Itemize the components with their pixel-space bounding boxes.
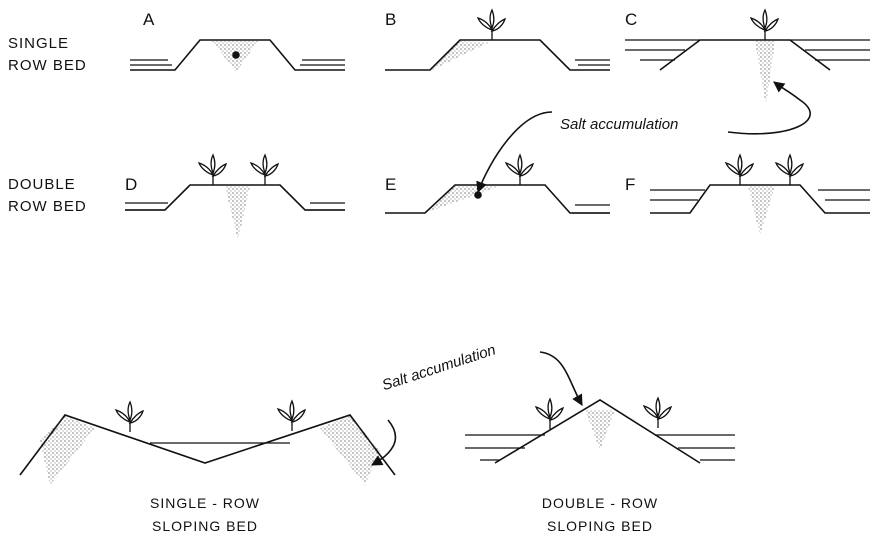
- double-row-bed-label: DOUBLE ROW BED: [8, 174, 87, 218]
- caption-line: DOUBLE - ROW: [541, 495, 659, 511]
- panel-label-a: A: [143, 10, 155, 29]
- double-row-sloping-caption: DOUBLE - ROW SLOPING BED: [530, 492, 670, 538]
- panel-e-bed: [385, 154, 610, 214]
- panel-a-bed: [130, 39, 345, 72]
- single-row-sloping-caption: SINGLE - ROW SLOPING BED: [135, 492, 275, 538]
- label-line: ROW BED: [8, 57, 87, 74]
- panel-d-bed: [125, 154, 345, 240]
- panel-label-b: B: [385, 10, 397, 29]
- panel-label-c: C: [625, 10, 638, 29]
- single-row-bed-label: SINGLE ROW BED: [8, 33, 87, 77]
- double-row-sloping-bed: [465, 351, 735, 464]
- panel-f-bed: [650, 154, 870, 235]
- caption-line: SLOPING BED: [547, 518, 653, 534]
- salt-accumulation-label-top: Salt accumulation: [560, 116, 679, 133]
- panel-label-e: E: [385, 175, 397, 194]
- label-line: DOUBLE: [8, 176, 76, 193]
- panel-label-f: F: [625, 175, 636, 194]
- caption-line: SINGLE - ROW: [149, 495, 260, 511]
- label-line: ROW BED: [8, 198, 87, 215]
- single-row-sloping-bed: [19, 400, 397, 485]
- panel-label-d: D: [125, 175, 138, 194]
- caption-line: SLOPING BED: [152, 518, 258, 534]
- panel-b-bed: [385, 9, 610, 71]
- panel-c-bed: [625, 9, 870, 105]
- label-line: SINGLE: [8, 35, 70, 52]
